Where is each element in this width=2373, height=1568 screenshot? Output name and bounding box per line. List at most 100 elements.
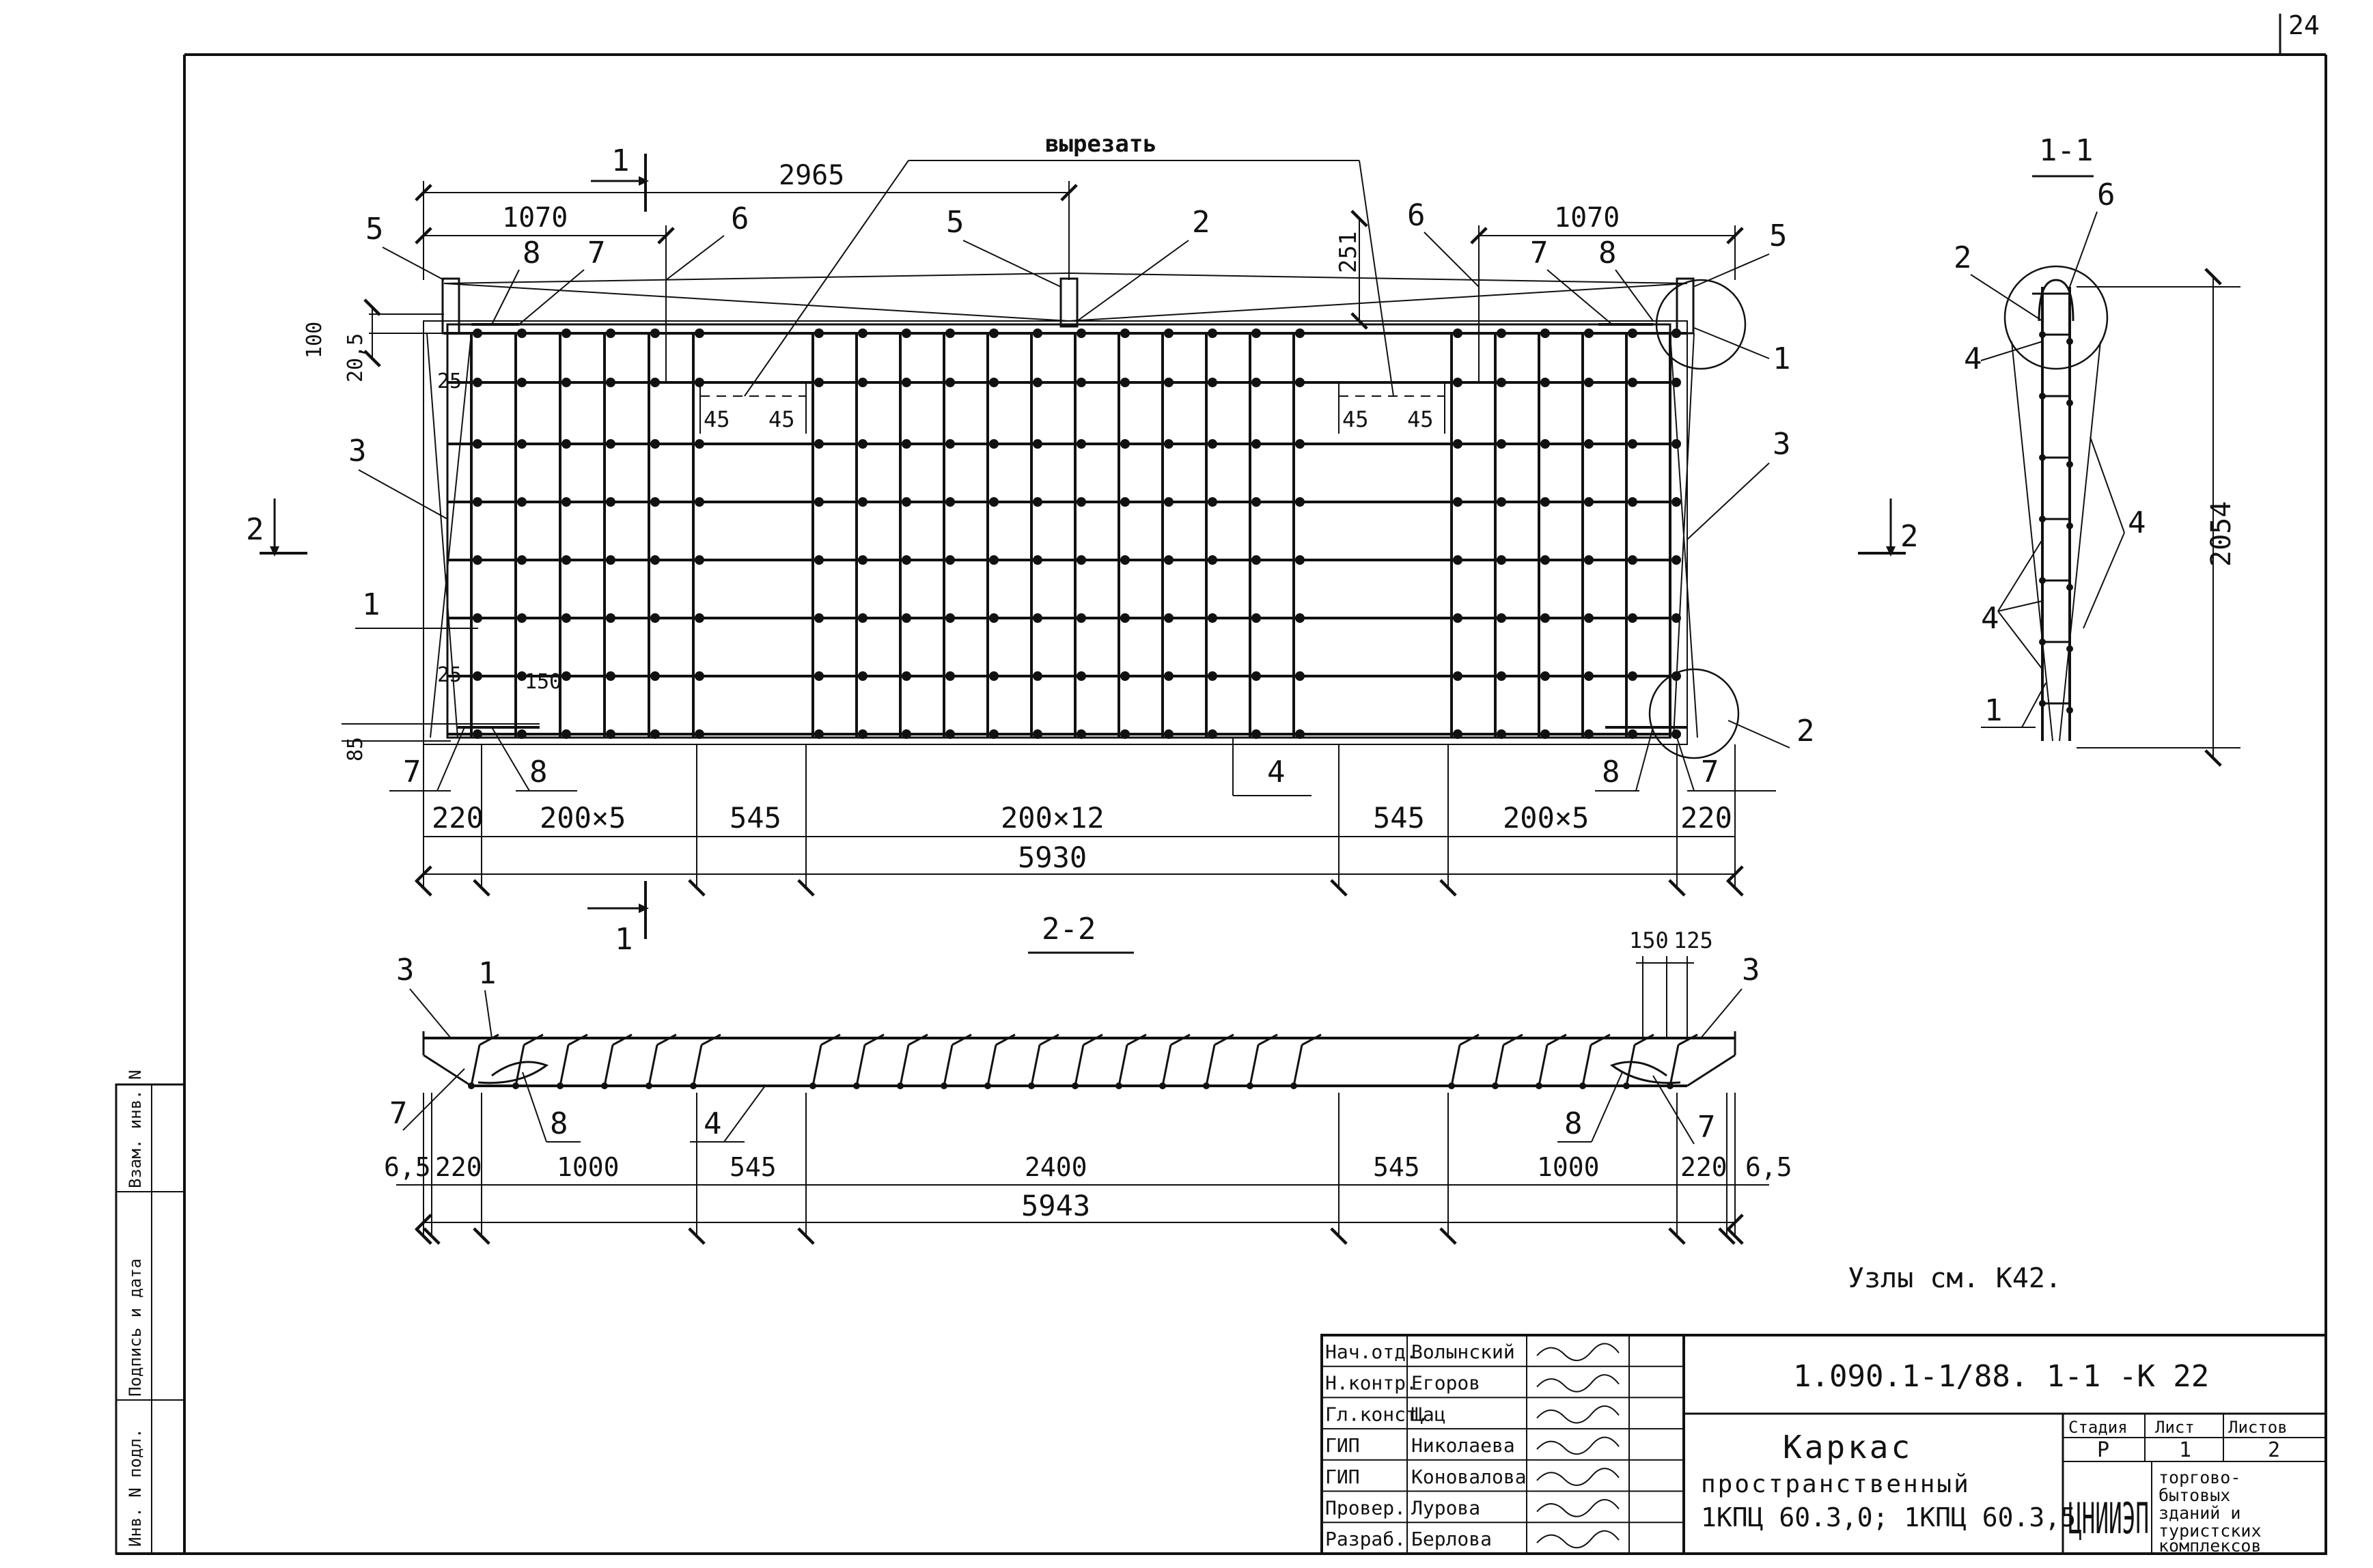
weld-dot	[989, 613, 999, 623]
stirrup-hook	[1126, 1033, 1147, 1046]
weld-dot	[473, 328, 482, 338]
stage-label: Стадия	[2068, 1418, 2128, 1437]
dim-205: 20,5	[344, 333, 367, 382]
stirrup	[470, 1044, 481, 1087]
weld-dot	[1540, 729, 1550, 739]
plan-chain-label: 220	[1680, 801, 1732, 835]
weld-dot	[945, 328, 955, 338]
stirrup-hook	[1039, 1033, 1059, 1046]
weld-dot	[1208, 328, 1217, 338]
weld-dot	[517, 439, 527, 449]
weld-dot	[1667, 1082, 1674, 1089]
weld-dot	[646, 1082, 652, 1089]
weld-dot	[945, 555, 955, 565]
weld-dot	[1077, 613, 1086, 623]
callout-8-s22-right: 8	[1564, 1106, 1583, 1141]
s22-chain-label: 6,5	[1745, 1152, 1792, 1182]
weld-dot	[1115, 1082, 1122, 1089]
weld-dot	[1295, 671, 1305, 681]
weld-dot	[1671, 613, 1681, 623]
callout-4-s22: 4	[704, 1106, 722, 1141]
callout-5-right: 5	[1769, 219, 1788, 253]
weld-dot	[650, 613, 660, 623]
weld-dot	[1120, 439, 1130, 449]
stirrup-hook	[864, 1033, 885, 1046]
dim-25-bottom: 25	[437, 663, 462, 687]
weld-dot	[695, 497, 704, 507]
weld-dot	[2066, 461, 2073, 468]
callout-4-bottom: 4	[1267, 755, 1286, 789]
weld-dot	[814, 671, 824, 681]
weld-dot	[561, 555, 571, 565]
stirrup-hook	[523, 1033, 544, 1046]
stirrup	[1161, 1044, 1172, 1087]
callout-8-left-top: 8	[523, 236, 541, 270]
s22-chain-label: 545	[1373, 1152, 1420, 1182]
callout-6-s11: 6	[2097, 178, 2115, 212]
stamp-name: Николаева	[1411, 1434, 1515, 1457]
weld-dot	[1120, 328, 1130, 338]
dim-125-s22: 125	[1674, 927, 1713, 953]
weld-dot	[650, 328, 660, 338]
weld-dot	[2066, 338, 2073, 345]
weld-dot	[561, 439, 571, 449]
weld-dot	[1208, 497, 1217, 507]
stirrup-hook	[1459, 1033, 1480, 1046]
weld-dot	[695, 729, 704, 739]
stirrup-hook	[952, 1033, 972, 1046]
weld-dot	[1077, 729, 1086, 739]
weld-dot	[945, 729, 955, 739]
weld-dot	[1536, 1082, 1542, 1089]
s22-chain-label: 220	[435, 1152, 482, 1182]
weld-dot	[1453, 378, 1462, 387]
weld-dot	[1540, 613, 1550, 623]
dim-total-5930: 5930	[1018, 841, 1087, 874]
sheets-label: Листов	[2228, 1418, 2288, 1437]
weld-dot	[1584, 439, 1594, 449]
weld-dot	[695, 439, 704, 449]
weld-dot	[814, 439, 824, 449]
weld-dot	[606, 555, 615, 565]
callout-7-s22-left: 7	[389, 1096, 408, 1131]
weld-dot	[1453, 497, 1462, 507]
weld-dot	[650, 729, 660, 739]
callout-1-right: 1	[1773, 341, 1791, 376]
weld-dot	[473, 613, 482, 623]
weld-dot	[473, 497, 482, 507]
weld-dot	[814, 328, 824, 338]
org-text-5: комплексов	[2159, 1536, 2262, 1556]
weld-dot	[1208, 671, 1217, 681]
weld-dot	[1295, 328, 1305, 338]
dim-150-s22: 150	[1629, 927, 1669, 953]
weld-dot	[1453, 555, 1462, 565]
dim-1070-left: 1070	[502, 202, 568, 234]
sheet-label: Лист	[2155, 1418, 2195, 1437]
dim-45-4: 45	[1407, 406, 1434, 432]
callout-7-right-bottom: 7	[1701, 755, 1719, 789]
weld-dot	[1208, 439, 1217, 449]
callout-3-right: 3	[1773, 427, 1791, 462]
weld-dot	[1497, 439, 1506, 449]
weld-dot	[1033, 613, 1042, 623]
weld-dot	[1164, 378, 1174, 387]
stirrup	[1074, 1044, 1085, 1087]
note-nodes: Узлы см. К42.	[1848, 1263, 2062, 1294]
stirrup-hook	[1083, 1033, 1103, 1046]
callout-5-left: 5	[365, 212, 384, 247]
weld-dot	[1628, 497, 1637, 507]
weld-dot	[1208, 729, 1217, 739]
weld-dot	[1251, 497, 1261, 507]
weld-dot	[1497, 378, 1506, 387]
weld-dot	[561, 497, 571, 507]
dim-1070-right: 1070	[1554, 202, 1620, 234]
stamp-role: Нач.отд.	[1325, 1341, 1417, 1363]
weld-dot	[814, 729, 824, 739]
weld-dot	[517, 613, 527, 623]
stirrup	[1249, 1044, 1260, 1087]
stirrup-hook	[1503, 1033, 1523, 1046]
callout-2-right: 2	[1796, 714, 1815, 748]
org-text-1: торгово-	[2159, 1468, 2240, 1487]
weld-dot	[517, 328, 527, 338]
